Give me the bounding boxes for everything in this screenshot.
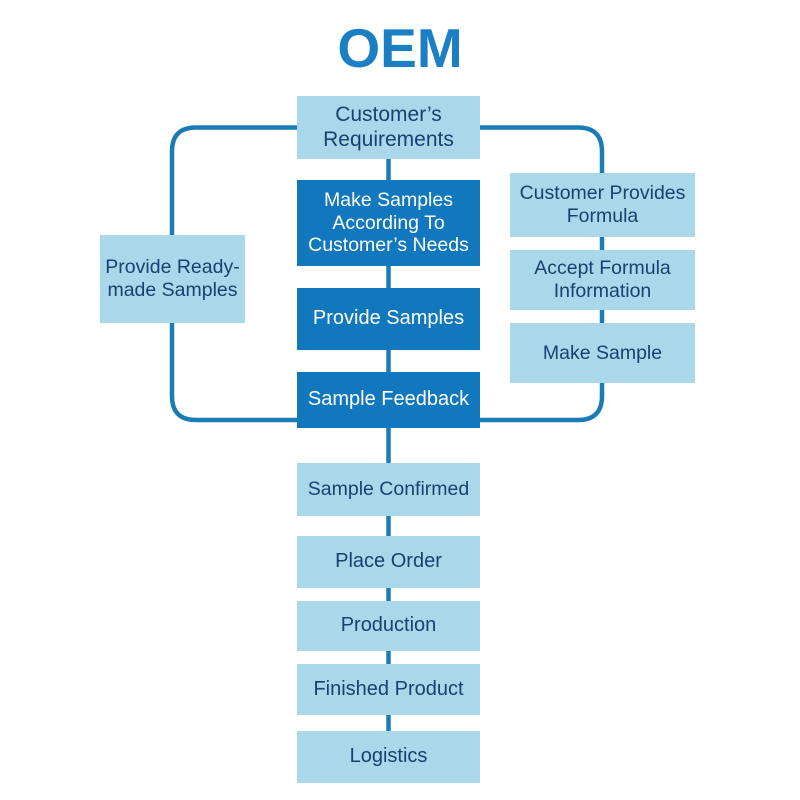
connector-start-to-left [169,125,297,235]
node-sample-feedback[interactable]: Sample Feedback [297,372,480,428]
connector-start-to-right [480,125,605,173]
node-make-sample[interactable]: Make Sample [510,323,695,383]
connector-left-to-feedback [169,323,297,423]
node-production[interactable]: Production [297,601,480,651]
node-finished-product[interactable]: Finished Product [297,664,480,715]
node-provide-samples[interactable]: Provide Samples [297,288,480,350]
node-sample-confirmed[interactable]: Sample Confirmed [297,463,480,516]
node-logistics[interactable]: Logistics [297,731,480,783]
node-make-samples-according-to-customers-needs[interactable]: Make Samples According To Customer’s Nee… [297,180,480,266]
node-accept-formula-information[interactable]: Accept Formula Information [510,250,695,310]
node-place-order[interactable]: Place Order [297,536,480,588]
node-customer-provides-formula[interactable]: Customer Provides Formula [510,173,695,237]
node-provide-ready-made-samples[interactable]: Provide Ready-made Samples [100,235,245,323]
node-customers-requirements[interactable]: Customer’s Requirements [297,96,480,159]
connector-right-to-feedback [480,383,605,423]
page-title: OEM [337,17,463,79]
